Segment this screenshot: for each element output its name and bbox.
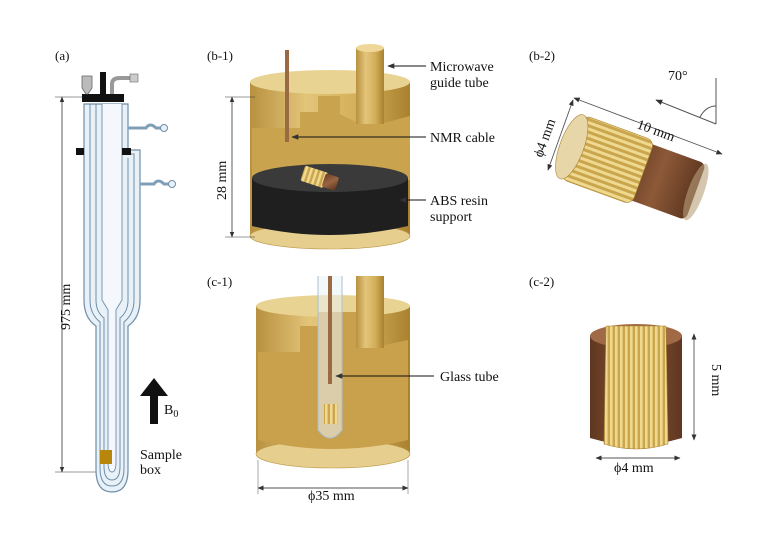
cavity-cutaway-b1 [252, 96, 410, 188]
dimension-10mm [573, 97, 723, 155]
microwave-guide-b1 [356, 48, 384, 124]
panel-b2: (b-2) 70° 10 mm ϕ4 mm [529, 48, 723, 221]
panel-a: (a) 975 mm [55, 48, 182, 493]
dia4-b2-label: ϕ4 mm [532, 117, 560, 159]
nmr-cable-c1 [328, 276, 332, 384]
left-valve [81, 75, 93, 95]
panel-label-c1: (c-1) [207, 274, 232, 289]
panel-label-b2: (b-2) [529, 48, 555, 63]
microwave-label-1: Microwave [430, 60, 494, 75]
sample-coil-b1 [300, 165, 339, 191]
side-port-upper [128, 123, 168, 132]
flange-left [76, 148, 84, 155]
panel-c2: (c-2) 5 mm ϕ4 mm [529, 274, 723, 476]
cavity-top-b1 [250, 70, 410, 94]
h5-label: 5 mm [708, 364, 723, 396]
h28-label: 28 mm [215, 161, 230, 200]
nmr-cable-label: NMR cable [430, 131, 495, 146]
nmr-cable-b1 [285, 50, 289, 142]
b0-label: B0 [164, 403, 178, 420]
panel-c1: (c-1) Glass tube ϕ35 mm [207, 274, 499, 504]
sample-box [100, 450, 112, 464]
side-port-lower [140, 179, 176, 188]
coil-c2 [603, 325, 669, 450]
top-flange [82, 94, 124, 102]
microwave-label-2: guide tube [430, 76, 489, 91]
dia35-label: ϕ35 mm [308, 489, 355, 504]
glass-tube-label: Glass tube [440, 370, 499, 385]
panel-label-c2: (c-2) [529, 274, 554, 289]
microwave-guide-top-b1 [356, 44, 384, 52]
angle-indicator: 70° [655, 69, 717, 125]
sample-box-label-2: box [140, 463, 161, 478]
inner-dewar [89, 104, 135, 487]
abs-label-1: ABS resin [430, 194, 488, 209]
right-port-cap [129, 73, 139, 83]
dia4-c2-label: ϕ4 mm [614, 461, 654, 476]
inner-tube [95, 104, 129, 481]
panel-b1: (b-1) 28 mm Microwave guide tube NMR cab… [207, 44, 495, 250]
panel-label-a: (a) [55, 48, 69, 63]
sample-holder-c1 [324, 404, 338, 424]
abs-label-2: support [430, 210, 472, 225]
height-975-label: 975 mm [59, 284, 74, 330]
sample-box-label-1: Sample [140, 448, 182, 463]
coil-tilted [555, 114, 709, 221]
dimension-phi4-b2 [547, 99, 574, 171]
flange-right [122, 148, 131, 155]
right-port [110, 76, 132, 94]
b0-arrow [140, 378, 168, 424]
dimension-975mm: 975 mm [55, 96, 100, 473]
panel-label-b1: (b-1) [207, 48, 233, 63]
top-probe-rod [100, 72, 106, 94]
microwave-guide-c1 [356, 276, 384, 348]
angle-70-label: 70° [668, 69, 688, 84]
